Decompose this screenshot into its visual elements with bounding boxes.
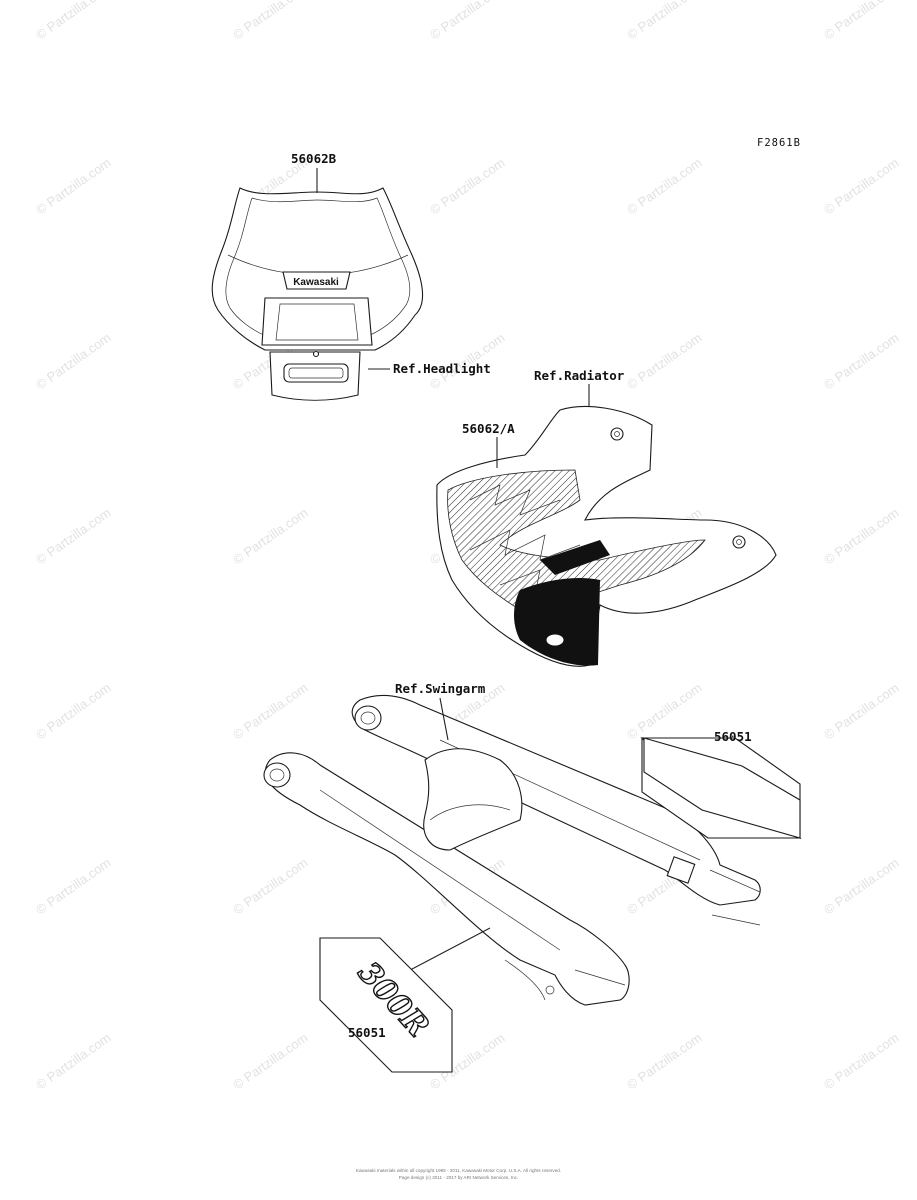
- radiator-shroud-illustration: [436, 384, 777, 667]
- watermark-text: © Partzilla.com: [230, 0, 310, 42]
- swingarm-illustration: [263, 694, 761, 1018]
- footer-design-credit: Page design (c) 2011 - 2017 by ARI Netwo…: [398, 1175, 519, 1180]
- decal-right-illustration: [640, 736, 802, 840]
- watermark-text: © Partzilla.com: [821, 155, 901, 218]
- watermark-text: © Partzilla.com: [230, 855, 310, 918]
- watermark-text: © Partzilla.com: [33, 1030, 113, 1093]
- label-ref-swingarm: Ref.Swingarm: [395, 681, 486, 696]
- watermark-text: © Partzilla.com: [427, 0, 507, 42]
- watermark-text: © Partzilla.com: [821, 680, 901, 743]
- label-headlight-cover-part: 56062B: [291, 151, 337, 166]
- watermark-text: © Partzilla.com: [33, 155, 113, 218]
- watermark-text: © Partzilla.com: [230, 505, 310, 568]
- watermark-text: © Partzilla.com: [821, 1030, 901, 1093]
- watermark-text: © Partzilla.com: [624, 0, 704, 42]
- label-shroud-part: 56062/A: [462, 421, 515, 436]
- watermark-text: © Partzilla.com: [624, 155, 704, 218]
- watermark-text: © Partzilla.com: [33, 855, 113, 918]
- headlight-cover-illustration: Kawasaki: [211, 168, 424, 401]
- watermark-text: © Partzilla.com: [821, 855, 901, 918]
- watermark-text: © Partzilla.com: [624, 680, 704, 743]
- watermark-text: © Partzilla.com: [230, 1030, 310, 1093]
- headlight-brand-text: Kawasaki: [293, 277, 339, 288]
- label-ref-radiator: Ref.Radiator: [534, 368, 625, 383]
- watermark-text: © Partzilla.com: [821, 0, 901, 42]
- watermark-text: © Partzilla.com: [33, 330, 113, 393]
- watermark-text: © Partzilla.com: [821, 330, 901, 393]
- watermark-text: © Partzilla.com: [624, 1030, 704, 1093]
- label-decal-left-part: 56051: [348, 1025, 386, 1040]
- label-decal-right-part: 56051: [714, 729, 752, 744]
- watermark-text: © Partzilla.com: [230, 680, 310, 743]
- watermark-text: © Partzilla.com: [33, 505, 113, 568]
- watermark-text: © Partzilla.com: [821, 505, 901, 568]
- watermark-text: © Partzilla.com: [624, 330, 704, 393]
- watermark-text: © Partzilla.com: [33, 0, 113, 42]
- footer-copyright: Kawasaki materials within all copyright …: [355, 1168, 562, 1173]
- label-ref-headlight: Ref.Headlight: [393, 361, 491, 376]
- watermark-text: © Partzilla.com: [33, 680, 113, 743]
- figure-code: F2861B: [757, 137, 801, 149]
- watermark-text: © Partzilla.com: [427, 155, 507, 218]
